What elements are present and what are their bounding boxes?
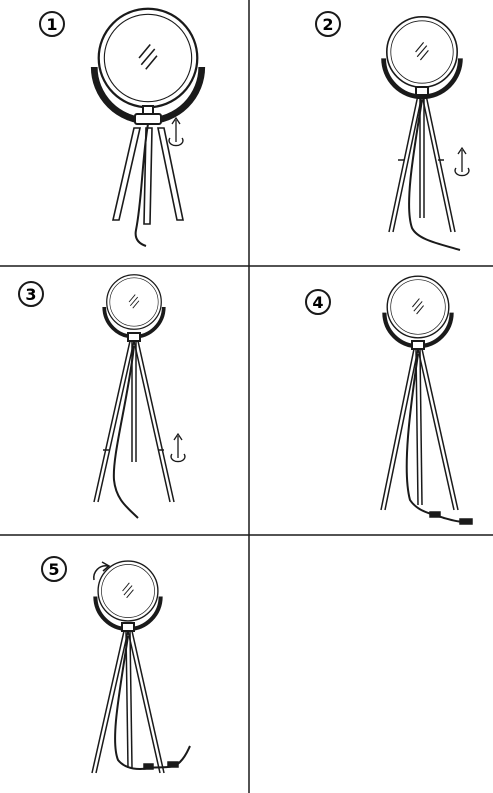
step-4-panel: 4: [306, 276, 472, 524]
tripod-hub: [122, 623, 134, 631]
rotate-clockwise-icon: [171, 434, 185, 462]
tripod-hub: [135, 106, 161, 124]
step-3-panel: 3: [19, 275, 185, 518]
svg-text:2: 2: [322, 15, 333, 34]
plug-connector: [430, 512, 472, 524]
tripod-legs: [381, 349, 458, 510]
mirror-head: [94, 9, 202, 121]
step-2-panel: 2: [316, 12, 469, 250]
svg-text:5: 5: [48, 560, 59, 579]
tripod-hub: [416, 87, 428, 95]
tripod-legs: [113, 128, 183, 224]
svg-text:3: 3: [25, 285, 36, 304]
step-5-panel: 5: [42, 557, 190, 773]
tripod-legs: [94, 341, 174, 502]
step-1-number: 1: [40, 12, 64, 36]
tripod-hub: [412, 341, 424, 349]
tripod-hub: [128, 333, 140, 341]
mirror-head: [384, 17, 461, 97]
rotate-clockwise-icon: [169, 118, 183, 146]
step-2-number: 2: [316, 12, 340, 36]
tripod-legs: [92, 631, 164, 773]
mirror-head: [104, 275, 164, 337]
mirror-head: [384, 276, 451, 346]
power-cable: [114, 346, 138, 518]
tripod-legs: [389, 95, 455, 232]
svg-text:1: 1: [46, 15, 57, 34]
step-1-panel: 1: [40, 9, 202, 246]
step-3-number: 3: [19, 282, 43, 306]
step-5-number: 5: [42, 557, 66, 581]
rotate-clockwise-icon: [455, 148, 469, 176]
mirror-head: [95, 561, 160, 629]
step-4-number: 4: [306, 290, 330, 314]
svg-text:4: 4: [312, 293, 323, 312]
